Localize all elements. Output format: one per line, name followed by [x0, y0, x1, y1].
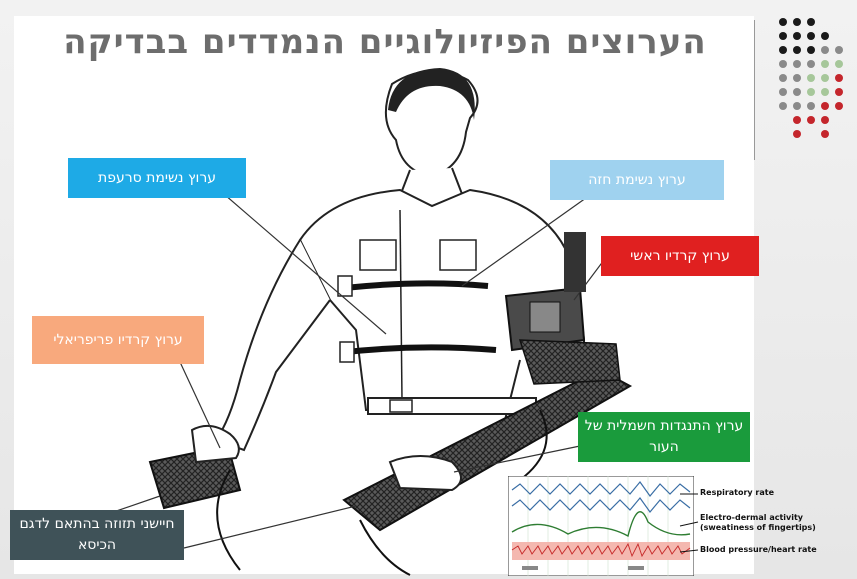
legend-eda-sub: (sweatiness of fingertips) [700, 524, 816, 533]
legend-bp: Blood pressure/heart rate [700, 546, 817, 555]
legend-eda: Electro-dermal activity [700, 514, 803, 523]
legend-respiratory: Respiratory rate [700, 489, 774, 498]
